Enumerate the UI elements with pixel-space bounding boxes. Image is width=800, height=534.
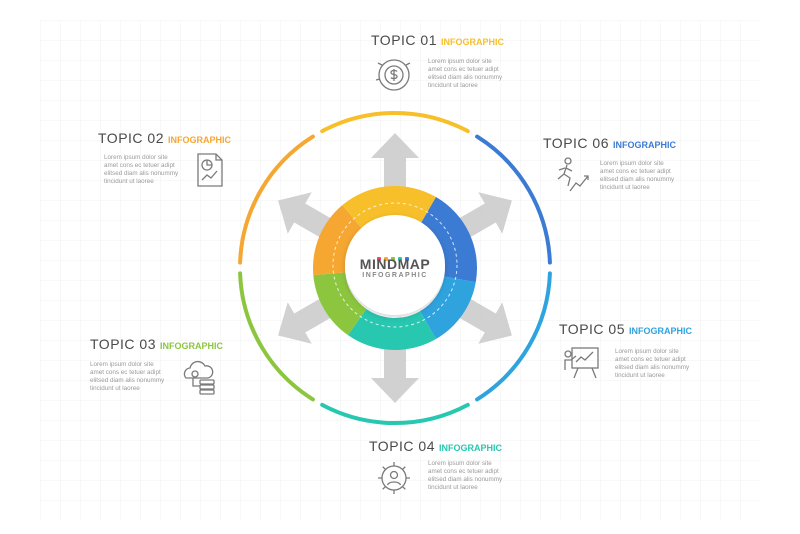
topic-05-tag: INFOGRAPHIC bbox=[629, 326, 692, 336]
topic-01-title: TOPIC 01 bbox=[371, 32, 437, 48]
desc-line: amet cons ec tetuer adipt bbox=[615, 356, 686, 363]
desc-line: tincidunt ut laoree bbox=[615, 372, 665, 379]
dot-teal bbox=[397, 257, 402, 261]
outer-ring-yellow bbox=[320, 111, 470, 134]
desc-line: tincidunt ut laoree bbox=[428, 82, 478, 89]
topic-04-tag: INFOGRAPHIC bbox=[439, 443, 502, 453]
desc-line: tincidunt ut laoree bbox=[104, 178, 154, 185]
topic-04-title: TOPIC 04 bbox=[369, 438, 435, 454]
outer-ring bbox=[238, 111, 552, 425]
cloud-database-icon bbox=[183, 360, 215, 395]
hub-dashed-ring bbox=[332, 202, 458, 328]
topic-01-description: Lorem ipsum dolor site amet cons ec tetu… bbox=[428, 58, 523, 90]
donut-segment-6 bbox=[313, 205, 363, 276]
desc-line: tincidunt ut laoree bbox=[600, 184, 650, 191]
desc-line: amet cons ec tetuer adipt bbox=[600, 168, 671, 175]
donut-segment-3 bbox=[420, 276, 476, 340]
dollar-gauge-icon bbox=[375, 59, 411, 91]
topic-01-heading: TOPIC 01 INFOGRAPHIC bbox=[371, 32, 504, 50]
dot-orange bbox=[383, 257, 388, 261]
hub-subtitle: INFOGRAPHIC bbox=[362, 272, 428, 279]
desc-line: Lorem ipsum dolor site bbox=[600, 160, 664, 167]
desc-line: amet cons ec tetuer adipt bbox=[428, 468, 499, 475]
hub-label: MINDMAP INFOGRAPHIC bbox=[350, 256, 440, 279]
topic-05-heading: TOPIC 05 INFOGRAPHIC bbox=[559, 321, 692, 339]
desc-line: amet cons ec tetuer adipt bbox=[428, 66, 499, 73]
presentation-board-icon bbox=[564, 347, 599, 379]
topic-01-tag: INFOGRAPHIC bbox=[441, 37, 504, 47]
dot-red bbox=[376, 257, 381, 261]
topic-05-title: TOPIC 05 bbox=[559, 321, 625, 337]
topic-02-heading: TOPIC 02 INFOGRAPHIC bbox=[98, 130, 231, 148]
outer-ring-blue bbox=[475, 134, 552, 265]
desc-line: Lorem ipsum dolor site bbox=[428, 58, 492, 65]
topic-06-title: TOPIC 06 bbox=[543, 135, 609, 151]
desc-line: elitsed diam alis nonummy bbox=[428, 476, 503, 483]
arrow-4 bbox=[371, 328, 419, 403]
gear-person-icon bbox=[378, 462, 410, 494]
outer-ring-sky bbox=[475, 271, 552, 402]
topic-02-title: TOPIC 02 bbox=[98, 130, 164, 146]
topic-04-description: Lorem ipsum dolor site amet cons ec tetu… bbox=[428, 460, 523, 492]
desc-line: Lorem ipsum dolor site bbox=[615, 348, 679, 355]
hub-color-dots bbox=[375, 248, 415, 261]
topic-04-heading: TOPIC 04 INFOGRAPHIC bbox=[369, 438, 502, 456]
donut-segment-5 bbox=[313, 272, 367, 336]
outer-ring-green bbox=[238, 271, 315, 402]
topic-06-description: Lorem ipsum dolor site amet cons ec tetu… bbox=[600, 160, 695, 192]
desc-line: elitsed diam alis nonummy bbox=[615, 364, 690, 371]
topic-02-description: Lorem ipsum dolor site amet cons ec tetu… bbox=[104, 154, 199, 186]
desc-line: Lorem ipsum dolor site bbox=[104, 154, 168, 161]
topic-06-heading: TOPIC 06 INFOGRAPHIC bbox=[543, 135, 676, 153]
hub-circle bbox=[345, 215, 445, 315]
dot-blue bbox=[404, 257, 409, 261]
desc-line: elitsed diam alis nonummy bbox=[428, 74, 503, 81]
desc-line: elitsed diam alis nonummy bbox=[600, 176, 675, 183]
desc-line: elitsed diam alis nonummy bbox=[90, 377, 165, 384]
hub-title: MINDMAP bbox=[359, 256, 431, 272]
desc-line: tincidunt ut laoree bbox=[428, 484, 478, 491]
desc-line: tincidunt ut laoree bbox=[90, 385, 140, 392]
desc-line: Lorem ipsum dolor site bbox=[90, 361, 154, 368]
topic-03-title: TOPIC 03 bbox=[90, 336, 156, 352]
topic-03-tag: INFOGRAPHIC bbox=[160, 341, 223, 351]
topic-03-heading: TOPIC 03 INFOGRAPHIC bbox=[90, 336, 223, 354]
report-chart-icon bbox=[197, 153, 223, 187]
arrow-1 bbox=[371, 133, 419, 208]
topic-02-tag: INFOGRAPHIC bbox=[168, 135, 231, 145]
desc-line: elitsed diam alis nonummy bbox=[104, 170, 179, 177]
donut-segment-2 bbox=[420, 196, 477, 283]
topic-03-description: Lorem ipsum dolor site amet cons ec tetu… bbox=[90, 361, 185, 393]
dot-green bbox=[390, 257, 395, 261]
desc-line: amet cons ec tetuer adipt bbox=[104, 162, 175, 169]
runner-growth-icon bbox=[557, 157, 589, 192]
donut-segment-4 bbox=[347, 308, 436, 351]
outer-ring-orange bbox=[238, 134, 315, 265]
outer-ring-teal bbox=[320, 402, 470, 425]
desc-line: amet cons ec tetuer adipt bbox=[90, 369, 161, 376]
topic-06-tag: INFOGRAPHIC bbox=[613, 140, 676, 150]
topic-05-description: Lorem ipsum dolor site amet cons ec tetu… bbox=[615, 348, 710, 380]
desc-line: Lorem ipsum dolor site bbox=[428, 460, 492, 467]
